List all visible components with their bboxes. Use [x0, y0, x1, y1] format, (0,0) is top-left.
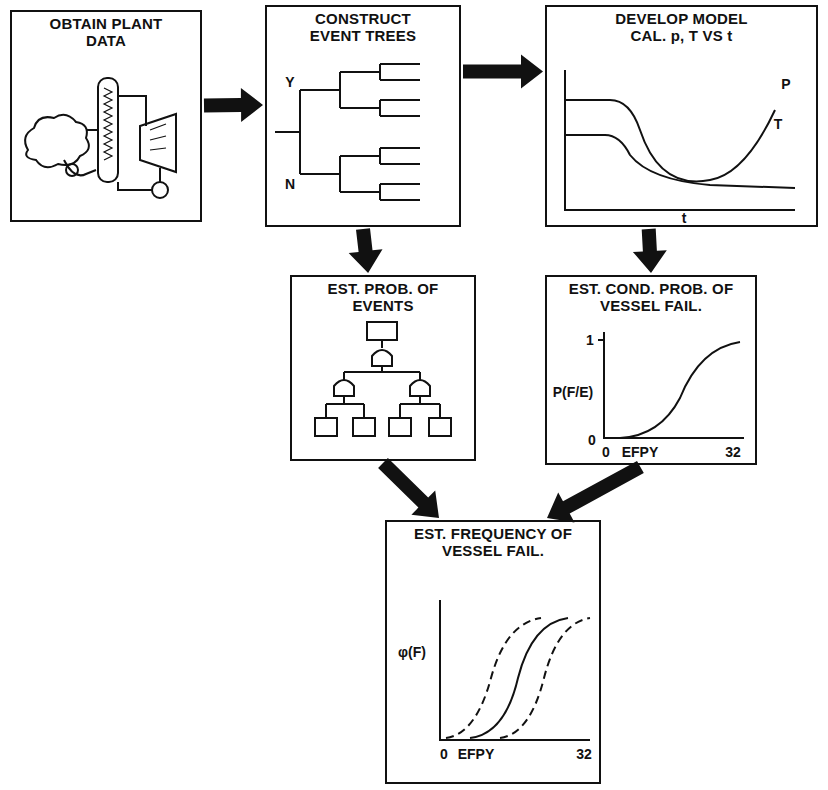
axis-label: 0 [440, 747, 448, 761]
fault-tree [315, 322, 451, 436]
process-box: EST. COND. PROB. OF VESSEL FAIL. [545, 275, 757, 465]
steam-generator [98, 78, 118, 182]
sigmoid-curve [620, 342, 740, 438]
box-heading: EST. COND. PROB. OF VESSEL FAIL. [566, 281, 736, 315]
block-arrow [547, 461, 644, 523]
axis-label: Y [285, 75, 294, 89]
axis-label: N [285, 177, 295, 191]
block-arrow [633, 229, 667, 273]
axis-label: EFPY [458, 747, 495, 761]
cond-prob-graph [598, 332, 744, 438]
axis-label: 32 [576, 747, 592, 761]
block-arrow [378, 458, 439, 518]
turbine-symbol [140, 114, 176, 172]
reactor-core-symbol [25, 115, 89, 167]
axes [440, 600, 590, 740]
mean-curve [470, 618, 568, 738]
process-box: EST. PROB. OF EVENTS [290, 275, 476, 461]
axis-label: φ(F) [398, 645, 426, 659]
axis-label: EFPY [622, 445, 659, 459]
axis-label: 0 [588, 433, 596, 447]
block-arrow [463, 55, 543, 89]
axis-label: P [781, 77, 790, 91]
pt-graph [565, 70, 795, 210]
process-box: CONSTRUCT EVENT TREES [265, 5, 461, 227]
block-arrow [349, 228, 383, 273]
box-heading: CONSTRUCT EVENT TREES [298, 11, 428, 45]
pipe [86, 96, 146, 130]
tick [598, 339, 604, 341]
box-heading: DEVELOP MODEL CAL. p, T VS t [602, 11, 762, 45]
bound-curve [500, 618, 590, 738]
t-curve [565, 135, 795, 188]
block-arrow [204, 88, 263, 122]
box-heading: EST. PROB. OF EVENTS [318, 281, 448, 315]
process-box: OBTAIN PLANT DATA [10, 10, 202, 222]
event-tree [275, 64, 420, 200]
axis-label: 1 [586, 333, 594, 347]
gate-symbol [334, 380, 430, 396]
pump-symbol [66, 164, 78, 176]
axis-label: 32 [725, 445, 741, 459]
axis-label: P(F/E) [553, 385, 593, 399]
plant-schematic [25, 78, 176, 198]
box-heading: OBTAIN PLANT DATA [31, 16, 181, 50]
box-heading: EST. FREQUENCY OF VESSEL FAIL. [403, 526, 583, 560]
frequency-graph [440, 600, 590, 740]
pipe [159, 168, 161, 182]
gate-symbol [372, 350, 392, 366]
pipe [118, 182, 152, 190]
turbine-blades [150, 124, 166, 150]
axis-label: t [682, 211, 687, 225]
pipe [64, 160, 96, 175]
condenser-pump [152, 182, 168, 198]
axis-label: 0 [602, 445, 610, 459]
axis-label: T [774, 117, 783, 131]
axes [565, 70, 795, 210]
process-box: DEVELOP MODEL CAL. p, T VS t [545, 5, 818, 227]
p-curve [565, 100, 775, 181]
axes [604, 332, 744, 438]
coil [104, 88, 112, 160]
